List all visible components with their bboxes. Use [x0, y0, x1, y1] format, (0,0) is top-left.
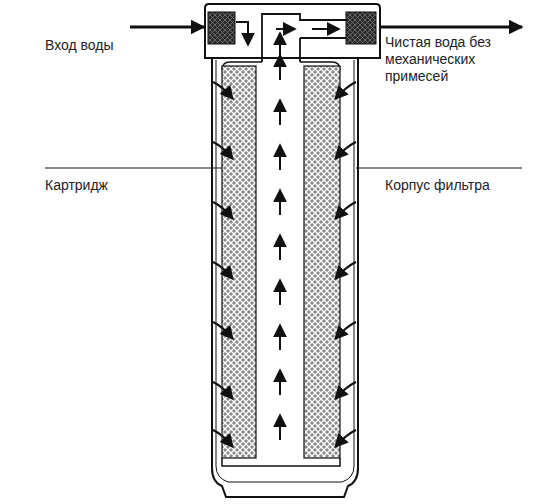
label: Картридж [43, 177, 110, 194]
housing-inner-wall [216, 60, 354, 482]
flow-arrow [213, 382, 232, 398]
flow-arrow [276, 28, 294, 30]
inlet-port [208, 12, 235, 44]
cartridge-media [222, 66, 256, 458]
outlet-arrow [380, 26, 522, 29]
flow-arrows [213, 22, 356, 446]
label: Чистая вода без механических примесей [383, 34, 537, 85]
flow-arrow [279, 191, 281, 215]
flow-arrow [336, 262, 356, 278]
flow-arrow [279, 281, 281, 305]
filter-housing [212, 58, 358, 497]
flow-arrow [279, 416, 281, 440]
flow-arrow [336, 382, 356, 398]
flow-arrow [279, 236, 281, 260]
outlet-port [346, 12, 376, 44]
flow-arrow [213, 262, 232, 278]
flow-arrow [213, 142, 232, 158]
filter-head [205, 4, 380, 58]
flow-arrow [336, 202, 356, 218]
label: Вход воды [43, 37, 116, 54]
flow-arrow [336, 430, 356, 446]
label: Корпус фильтра [383, 177, 492, 194]
flow-arrow [213, 322, 232, 338]
flow-arrow [213, 202, 232, 218]
flow-arrow [336, 142, 356, 158]
cartridge-bottom-cap [222, 458, 340, 466]
flow-arrow [279, 371, 281, 395]
flow-arrow [279, 34, 281, 60]
cartridge-media [304, 66, 340, 458]
flow-arrow [279, 326, 281, 350]
outlet-channel [262, 14, 346, 62]
flow-arrow [312, 28, 338, 30]
flow-arrow [336, 322, 356, 338]
flow-arrow [336, 82, 356, 98]
leader-line [356, 167, 522, 168]
leader-line [45, 167, 236, 168]
flow-arrow [279, 146, 281, 170]
flow-arrow [236, 22, 248, 44]
flow-arrow [213, 82, 232, 98]
inlet-arrow [130, 26, 204, 29]
flow-arrow [279, 101, 281, 125]
flow-arrow [213, 430, 232, 446]
